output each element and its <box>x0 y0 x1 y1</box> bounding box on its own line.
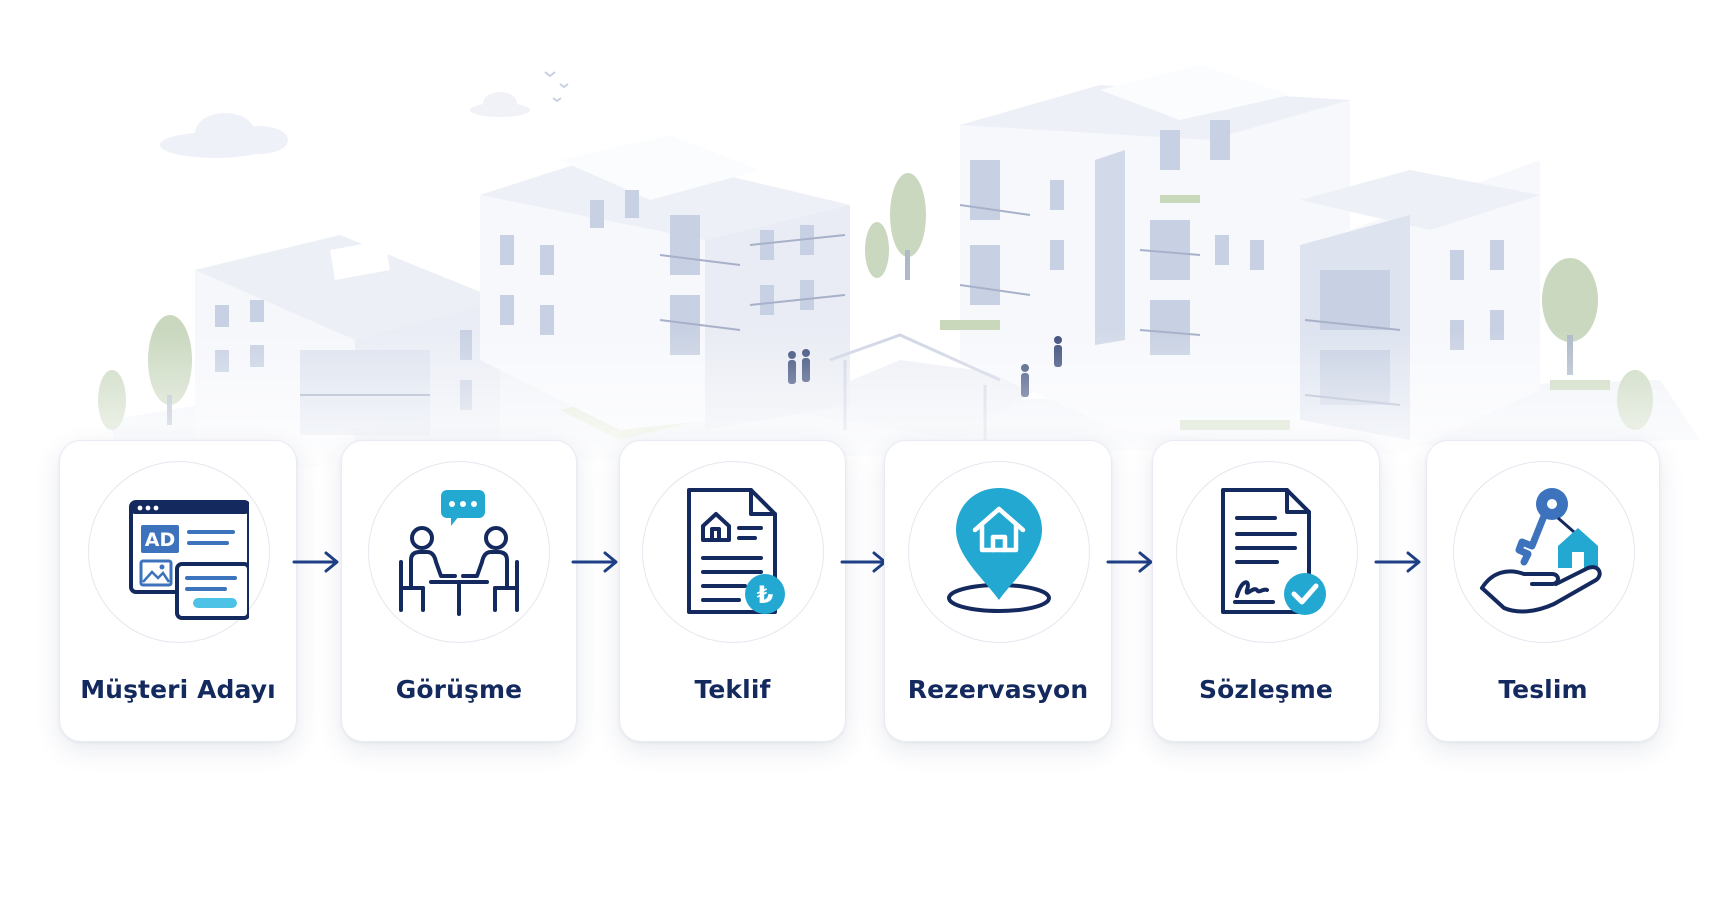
cloud-shape <box>160 113 288 158</box>
step-label: Teklif <box>694 675 771 704</box>
flow-arrow <box>292 551 339 573</box>
step-label: Rezervasyon <box>907 675 1089 704</box>
step-card-lead: AD Müşteri Adayı <box>59 440 297 742</box>
step-label: Sözleşme <box>1199 675 1333 704</box>
step-card-reservation: Rezervasyon <box>884 440 1112 742</box>
step-card-offer: ₺ Teklif <box>619 440 846 742</box>
ad-badge-text: AD <box>145 529 175 551</box>
meeting-icon <box>399 490 519 616</box>
step-card-meeting: Görüşme <box>341 440 577 742</box>
step-icon-circle <box>1453 461 1635 643</box>
ad-listing-icon: AD <box>129 500 249 620</box>
step-card-contract: Sözleşme <box>1152 440 1380 742</box>
step-label: Müşteri Adayı <box>80 675 276 704</box>
step-label: Teslim <box>1498 675 1588 704</box>
cloud-shape <box>470 92 530 117</box>
signed-contract-icon <box>1221 488 1326 615</box>
flow-arrow <box>1106 551 1153 573</box>
key-handover-icon <box>1480 488 1602 614</box>
bird-shapes <box>544 71 569 103</box>
step-icon-circle <box>908 461 1090 643</box>
offer-document-lira-icon: ₺ <box>687 488 785 614</box>
step-icon-circle <box>1176 461 1358 643</box>
step-label: Görüşme <box>395 675 523 704</box>
step-icon-circle: AD <box>88 461 270 643</box>
location-pin-house-icon <box>947 488 1051 613</box>
step-card-handover: Teslim <box>1426 440 1660 742</box>
lira-symbol-text: ₺ <box>757 581 774 609</box>
step-icon-circle: ₺ <box>642 461 824 643</box>
flow-arrow <box>1374 551 1421 573</box>
flow-arrow <box>571 551 618 573</box>
flow-arrow <box>840 551 887 573</box>
step-icon-circle <box>368 461 550 643</box>
